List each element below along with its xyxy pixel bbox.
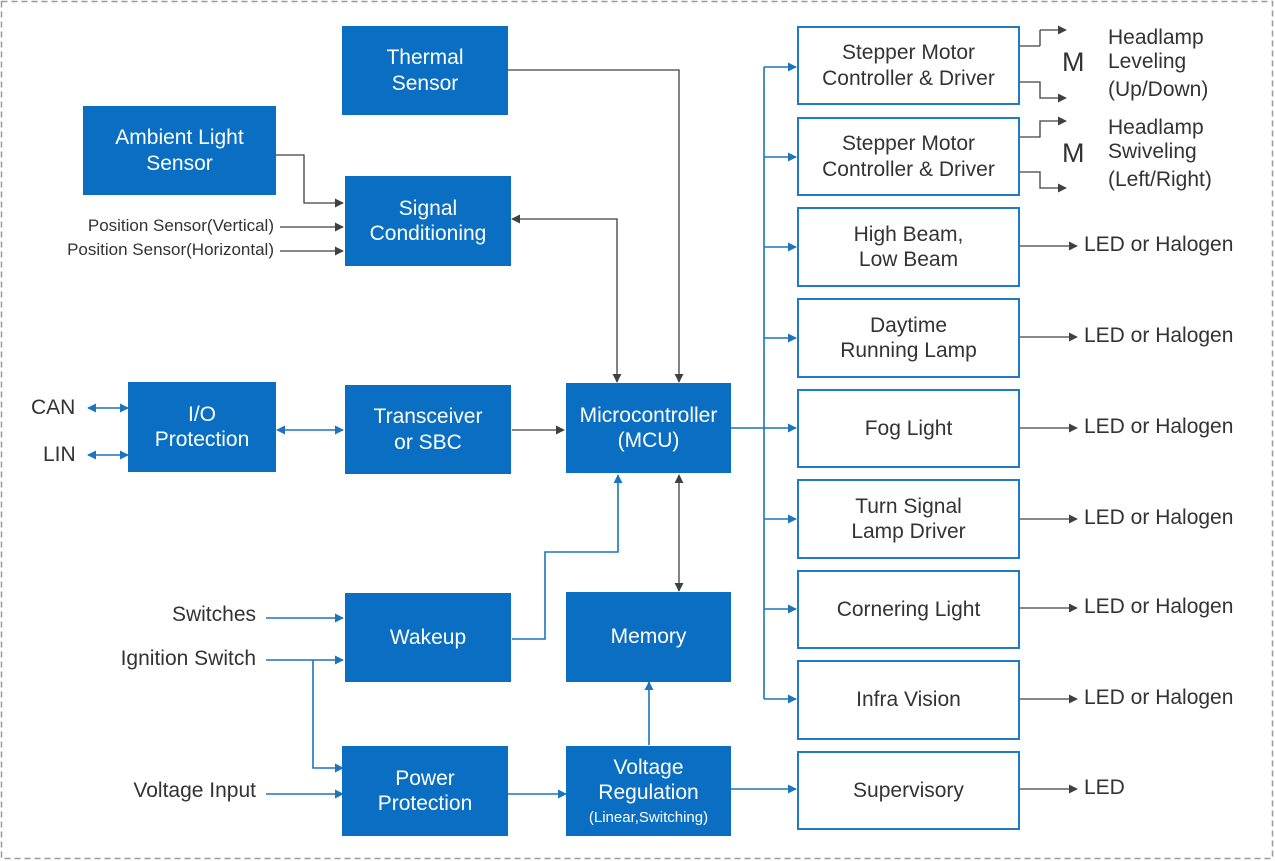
ambient-light-sensor-line-1: Ambient Light xyxy=(115,126,244,150)
daytime-running-lamp-line-2: Running Lamp xyxy=(840,339,977,362)
supervisory-label: Supervisory xyxy=(853,778,964,802)
signal-conditioning-block: Signal Conditioning xyxy=(345,176,511,266)
io-protection-line-1: I/O xyxy=(187,402,216,426)
ignition-switch-label: Ignition Switch xyxy=(120,647,256,670)
infra-vision-block: Infra Vision xyxy=(797,660,1020,740)
headlamp-swiveling-line-1: Headlamp xyxy=(1108,116,1204,139)
io-protection-line-2: Protection xyxy=(154,428,250,451)
stepper-swiveling-line-2: Controller & Driver xyxy=(822,157,995,181)
fog-light-label: Fog Light xyxy=(864,416,953,440)
headlamp-swiveling-label: Headlamp Swiveling (Left/Right) xyxy=(1108,116,1212,192)
lin-label: LIN xyxy=(43,443,76,466)
infra-vision-label: Infra Vision xyxy=(856,688,961,712)
headlamp-leveling-line-1: Headlamp xyxy=(1108,26,1204,49)
turn-signal-block: Turn Signal Lamp Driver xyxy=(797,479,1020,559)
load-fog: LED or Halogen xyxy=(1084,415,1234,438)
transceiver-line-1: Transceiver xyxy=(373,405,483,429)
memory-block: Memory xyxy=(566,592,731,682)
voltage-input-label: Voltage Input xyxy=(133,779,256,802)
voltage-regulation-block: Voltage Regulation (Linear,Switching) xyxy=(566,746,731,836)
wakeup-label: Wakeup xyxy=(389,625,467,649)
load-turn-signal: LED or Halogen xyxy=(1084,506,1234,529)
wire-ambient-to-signal-conditioning xyxy=(276,154,344,208)
load-high-low-beam: LED or Halogen xyxy=(1084,233,1234,256)
voltage-regulation-line-1: Voltage xyxy=(613,755,684,779)
cornering-light-label: Cornering Light xyxy=(836,597,981,621)
voltage-regulation-line-2: Regulation xyxy=(598,781,699,804)
wire-stepper2-motor-up xyxy=(1020,116,1067,138)
thermal-sensor-line-1: Thermal xyxy=(386,46,464,70)
high-low-beam-block: High Beam, Low Beam xyxy=(797,207,1020,287)
daytime-running-lamp-line-1: Daytime xyxy=(869,313,948,337)
position-sensor-vertical-label: Position Sensor(Vertical) xyxy=(87,216,274,235)
switches-label: Switches xyxy=(171,603,256,626)
wire-ignition-to-power xyxy=(312,660,344,773)
ambient-light-sensor-line-2: Sensor xyxy=(146,151,213,175)
stepper-leveling-line-1: Stepper Motor xyxy=(841,41,976,65)
fog-light-block: Fog Light xyxy=(797,389,1020,468)
ambient-light-sensor-block: Ambient Light Sensor xyxy=(83,106,276,195)
load-daytime: LED or Halogen xyxy=(1084,324,1234,347)
wire-thermal-to-mcu xyxy=(508,69,684,383)
mcu-line-1: Microcontroller xyxy=(579,403,718,427)
transceiver-block: Transceiver or SBC xyxy=(345,385,511,474)
headlamp-leveling-label: Headlamp Leveling (Up/Down) xyxy=(1108,26,1208,102)
wire-wakeup-to-mcu xyxy=(512,474,623,640)
wire-stepper2-motor-down xyxy=(1020,171,1067,193)
headlamp-leveling-line-3: (Up/Down) xyxy=(1108,78,1209,101)
load-infra-vision: LED or Halogen xyxy=(1084,686,1234,709)
headlamp-swiveling-line-3: (Left/Right) xyxy=(1108,168,1212,191)
daytime-running-lamp-block: Daytime Running Lamp xyxy=(797,298,1020,378)
load-supervisory: LED xyxy=(1084,776,1125,799)
thermal-sensor-line-2: Sensor xyxy=(391,71,459,95)
can-label: CAN xyxy=(31,396,76,419)
load-cornering: LED or Halogen xyxy=(1084,595,1234,618)
high-low-beam-line-1: High Beam, xyxy=(853,222,964,246)
turn-signal-line-1: Turn Signal xyxy=(855,494,962,518)
mcu-line-2: (MCU) xyxy=(617,429,680,452)
power-protection-block: Power Protection xyxy=(342,746,508,836)
wakeup-block: Wakeup xyxy=(345,593,511,682)
signal-conditioning-line-2: Conditioning xyxy=(369,222,487,245)
stepper-swiveling-line-1: Stepper Motor xyxy=(841,132,976,156)
headlamp-leveling-line-2: Leveling xyxy=(1108,50,1187,73)
mcu-block: Microcontroller (MCU) xyxy=(566,383,731,473)
turn-signal-line-2: Lamp Driver xyxy=(851,520,966,543)
position-sensor-horizontal-label: Position Sensor(Horizontal) xyxy=(67,240,274,259)
headlamp-swiveling-line-2: Swiveling xyxy=(1108,140,1197,163)
stepper-leveling-line-2: Controller & Driver xyxy=(822,66,995,90)
wire-signal-conditioning-mcu xyxy=(511,214,622,383)
stepper-swiveling-block: Stepper Motor Controller & Driver xyxy=(797,117,1020,196)
stepper-leveling-block: Stepper Motor Controller & Driver xyxy=(797,26,1020,105)
voltage-regulation-note: (Linear,Switching) xyxy=(588,809,709,827)
thermal-sensor-block: Thermal Sensor xyxy=(342,26,508,115)
power-protection-line-1: Power xyxy=(395,766,455,790)
motor-symbol-leveling: M xyxy=(1062,47,1085,77)
cornering-light-block: Cornering Light xyxy=(797,570,1020,649)
wire-stepper1-motor-down xyxy=(1020,81,1067,103)
io-protection-block: I/O Protection xyxy=(128,382,276,472)
high-low-beam-line-2: Low Beam xyxy=(858,248,959,271)
memory-label: Memory xyxy=(610,625,687,649)
supervisory-block: Supervisory xyxy=(797,751,1020,830)
power-protection-line-2: Protection xyxy=(377,792,473,815)
motor-symbol-swiveling: M xyxy=(1062,138,1085,168)
transceiver-line-2: or SBC xyxy=(394,430,462,454)
signal-conditioning-line-1: Signal xyxy=(398,196,458,220)
